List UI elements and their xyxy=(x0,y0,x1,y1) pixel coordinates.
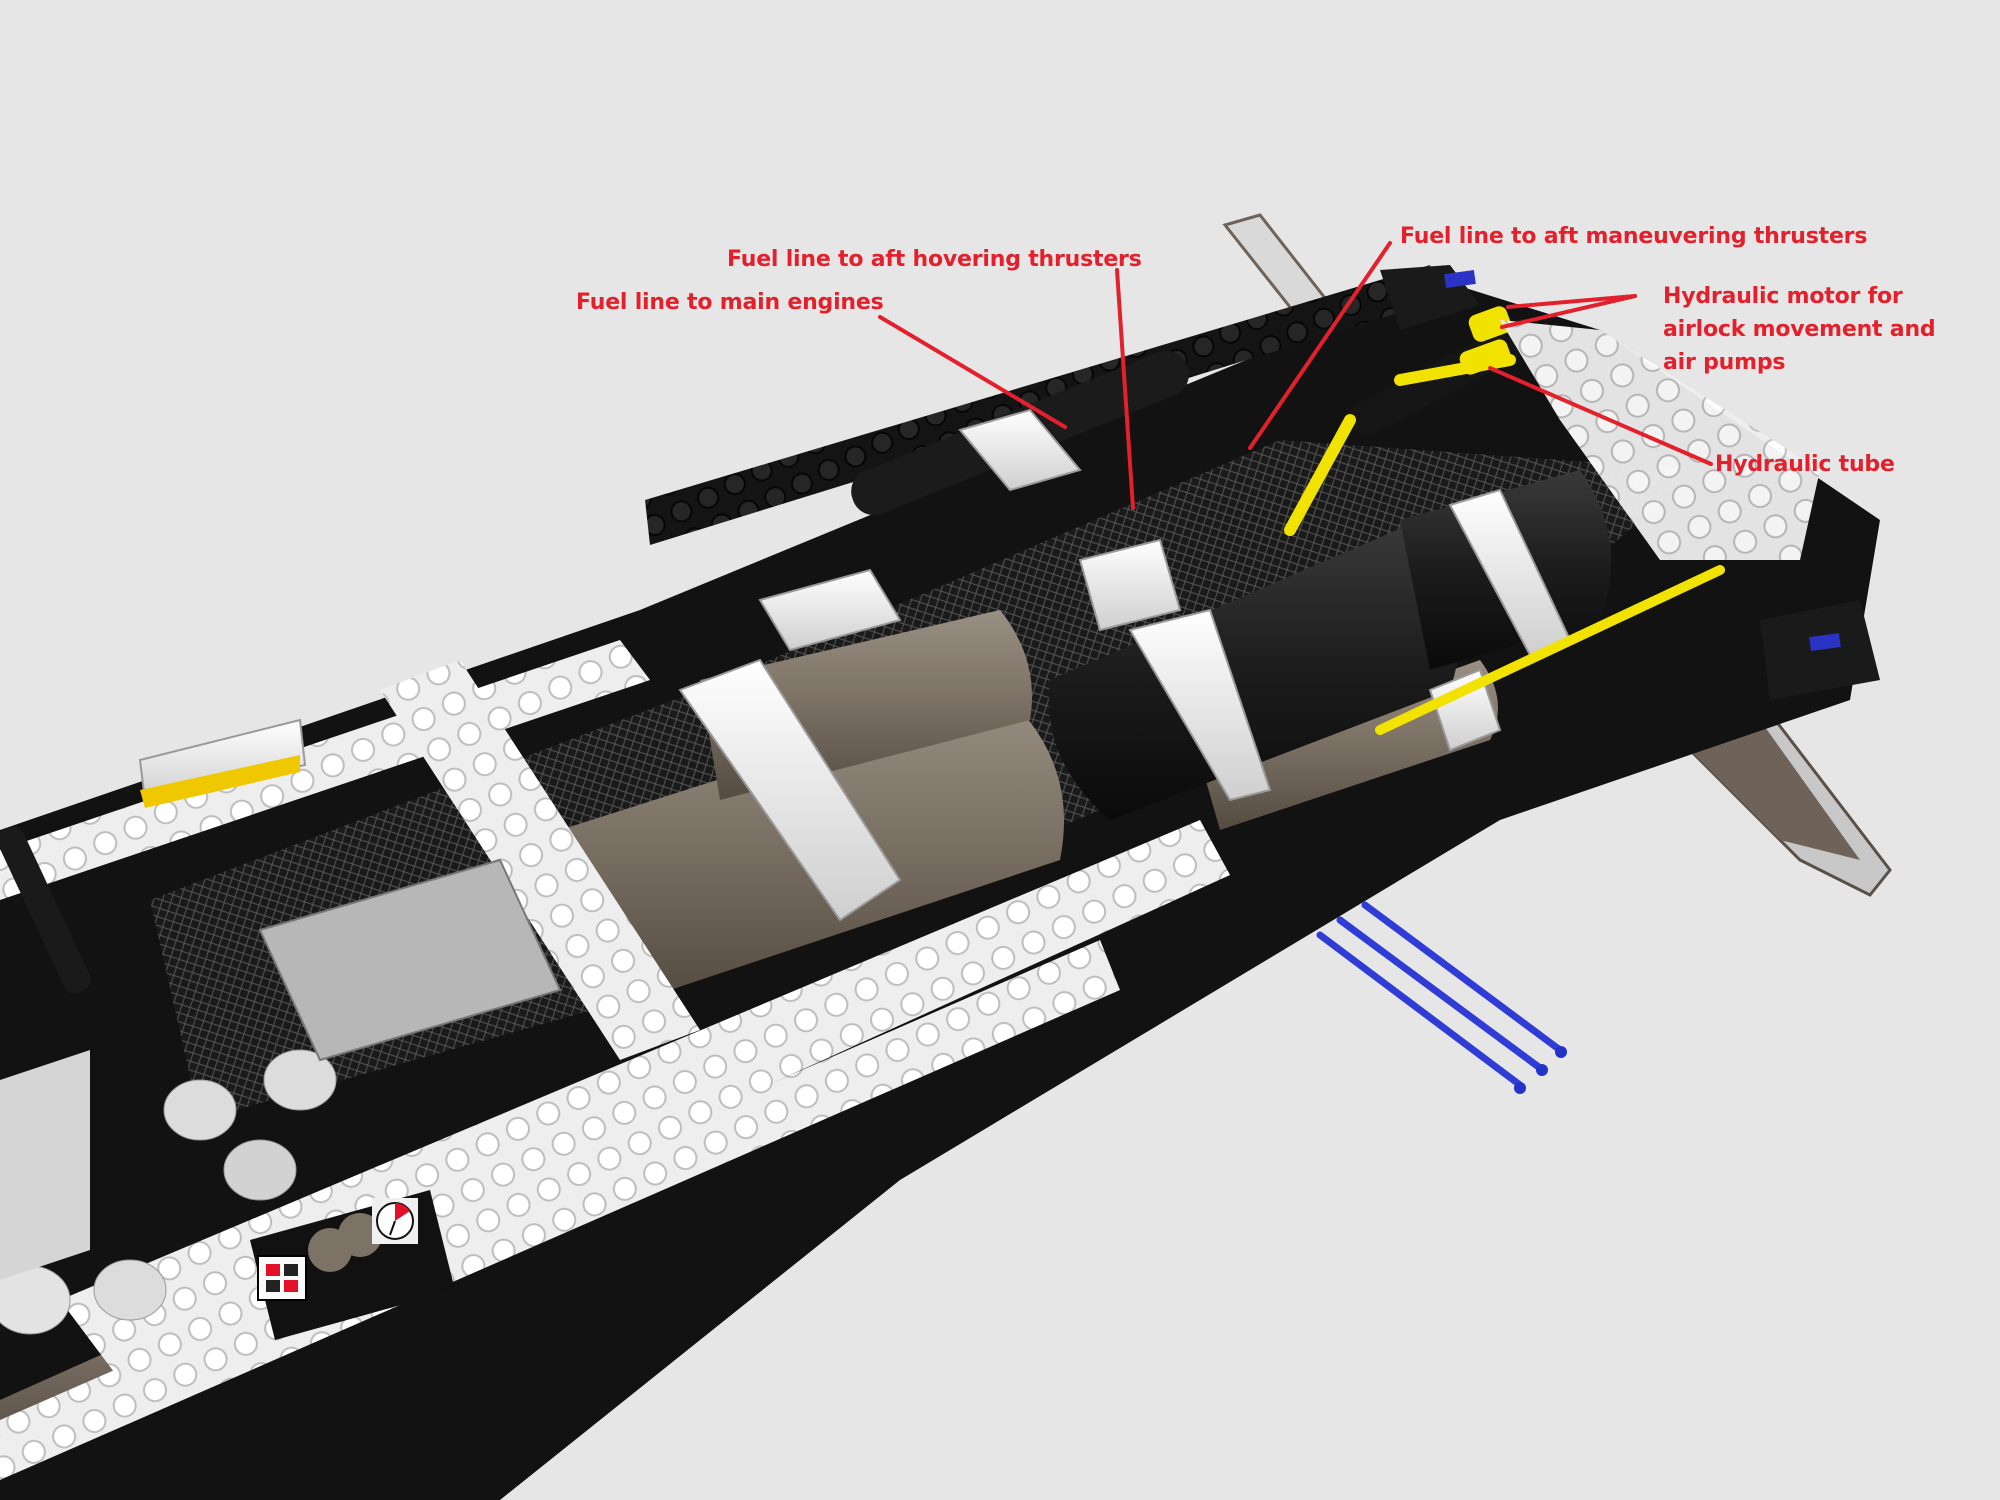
control-panel xyxy=(250,1190,455,1340)
blue-rods xyxy=(1316,901,1567,1094)
leader-aft-hovering xyxy=(1115,268,1135,510)
annotation-leader-lines xyxy=(878,241,1713,510)
leader-main-engines xyxy=(878,315,1067,429)
knob xyxy=(338,1213,382,1257)
left-engine-bay xyxy=(0,826,562,1335)
white-clamps xyxy=(678,408,1572,922)
label-hydraulic-motor-line-3: air pumps xyxy=(1663,350,1786,375)
label-hydraulic-motor-line-1: Hydraulic motor for xyxy=(1663,284,1903,309)
label-fuel-line-aft-maneuvering: Fuel line to aft maneuvering thrusters xyxy=(1400,224,1868,249)
center-frame xyxy=(380,660,700,1060)
leader-hydraulic-motor-1 xyxy=(1506,294,1637,309)
label-hydraulic-tube: Hydraulic tube xyxy=(1715,452,1895,477)
gauge-dial xyxy=(372,1198,418,1244)
leader-aft-maneuvering xyxy=(1248,241,1392,450)
label-hydraulic-motor-line-2: airlock movement and xyxy=(1663,317,1936,342)
hydraulic-rods xyxy=(1284,306,1725,735)
front-stud-deck-lower xyxy=(0,940,1120,1480)
label-fuel-line-main-engines: Fuel line to main engines xyxy=(576,290,884,315)
label-fuel-line-aft-hovering: Fuel line to aft hovering thrusters xyxy=(727,247,1142,272)
indicator-tile xyxy=(257,1255,307,1301)
label-hydraulic-motor: Hydraulic motor for airlock movement and… xyxy=(1663,280,1963,379)
leader-hydraulic-motor-2 xyxy=(1500,294,1637,329)
leader-hydraulic-tube xyxy=(1488,366,1713,466)
